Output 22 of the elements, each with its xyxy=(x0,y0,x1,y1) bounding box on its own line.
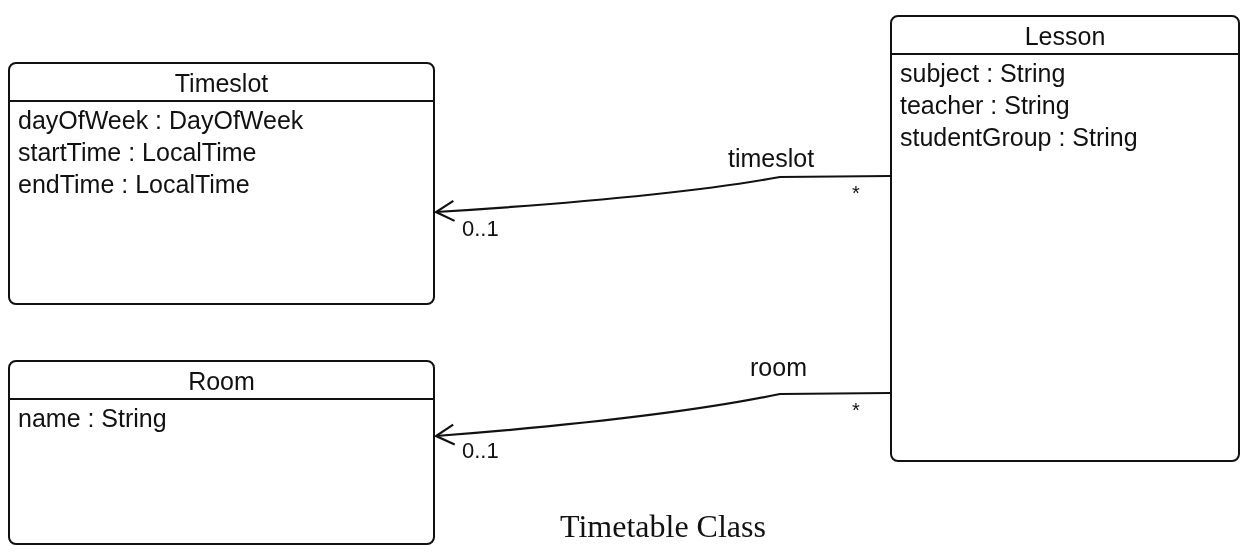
class-name: Timeslot xyxy=(10,64,433,102)
multiplicity-label: 0..1 xyxy=(462,440,499,462)
multiplicity-label: 0..1 xyxy=(462,218,499,240)
class-box xyxy=(8,62,435,305)
association-arrow xyxy=(434,391,890,446)
multiplicity-label: * xyxy=(852,183,860,203)
attribute-text: teacher : String xyxy=(899,90,1071,121)
attribute-text: studentGroup : String xyxy=(899,122,1139,153)
caption: Timetable Class xyxy=(560,510,766,542)
multiplicity-label: * xyxy=(852,400,860,420)
class-box xyxy=(8,360,435,545)
edge-label: timeslot xyxy=(728,146,815,171)
attribute-text: name : String xyxy=(17,403,168,434)
attribute-text: dayOfWeek : DayOfWeek xyxy=(17,105,305,136)
association-arrow xyxy=(434,174,890,222)
edge-label: room xyxy=(750,355,807,380)
attribute-text: startTime : LocalTime xyxy=(17,137,258,168)
class-name: Room xyxy=(10,362,433,400)
attribute-text: endTime : LocalTime xyxy=(17,169,251,200)
class-name: Lesson xyxy=(892,17,1238,55)
class-box xyxy=(890,15,1240,462)
attribute-text: subject : String xyxy=(899,58,1067,89)
